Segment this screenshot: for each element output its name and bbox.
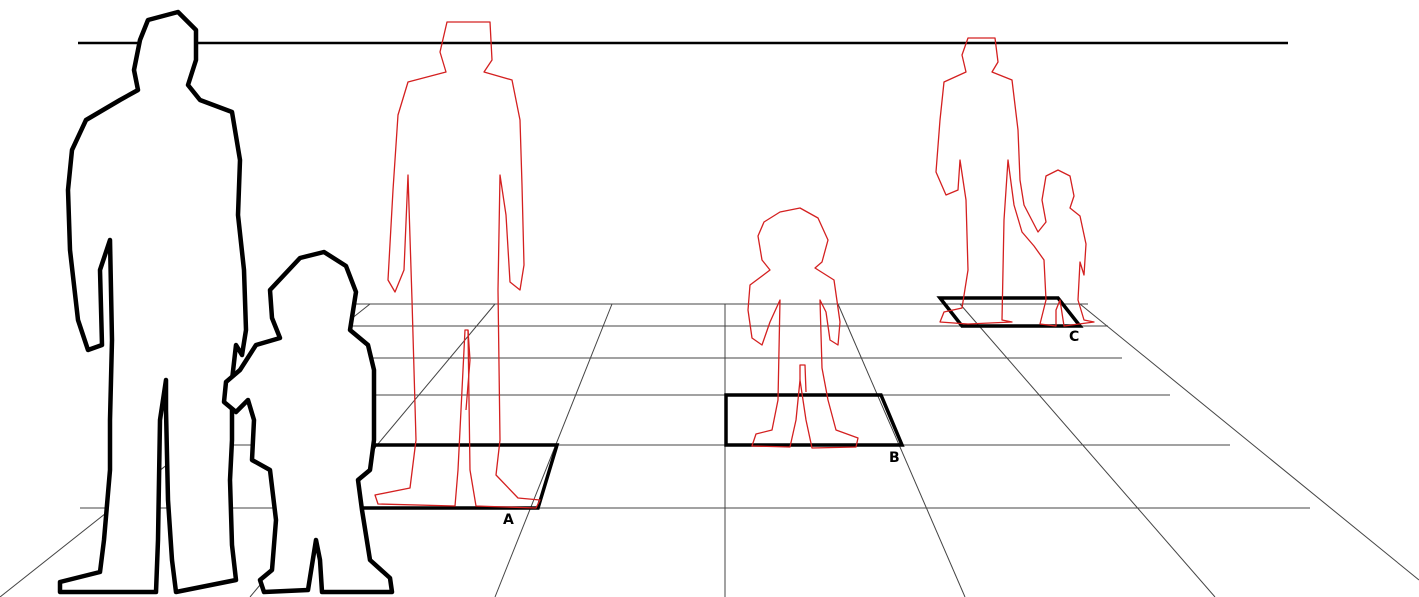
label-a: A bbox=[503, 512, 514, 528]
label-b: B bbox=[889, 450, 900, 466]
projected-pair-c bbox=[936, 38, 1094, 326]
reference-adult bbox=[60, 12, 246, 592]
label-c: C bbox=[1069, 329, 1079, 345]
projected-adult-a bbox=[375, 22, 540, 508]
reference-child bbox=[224, 252, 392, 592]
tile-b bbox=[726, 395, 902, 445]
projected-child-b bbox=[748, 208, 858, 448]
